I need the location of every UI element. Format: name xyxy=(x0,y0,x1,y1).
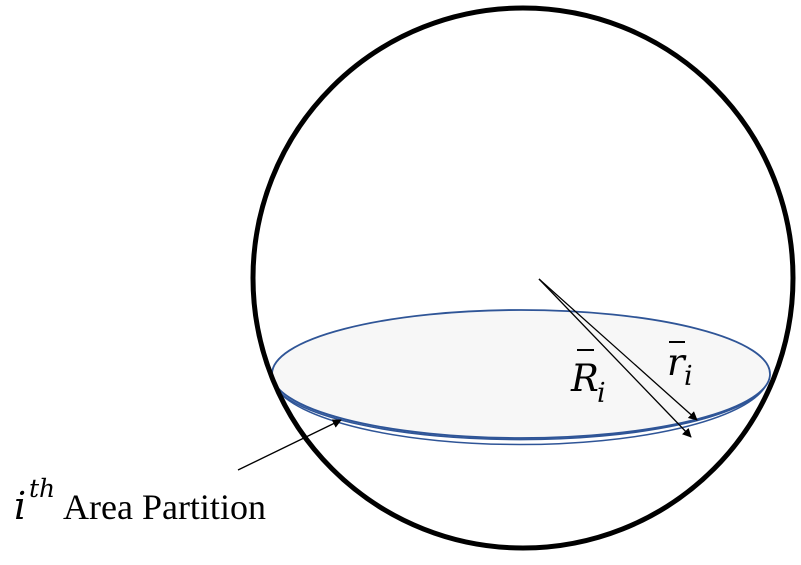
small-radius-arrow xyxy=(538,278,698,421)
small-radius-label: r i xyxy=(667,341,693,392)
partition-caption-superscript: th xyxy=(29,474,55,503)
disk-rim-lower-edge xyxy=(274,386,766,446)
big-radius-label: R i xyxy=(570,349,606,409)
big-radius-arrow xyxy=(538,278,692,438)
partition-caption-base: i xyxy=(14,484,26,528)
small-radius-subscript: i xyxy=(684,361,693,392)
partition-caption: i th Area Partition xyxy=(14,474,266,528)
sphere-outline xyxy=(250,5,796,551)
partition-caption-text: Area Partition xyxy=(63,487,266,527)
partition-pointer-arrow xyxy=(237,419,342,471)
small-radius-letter: r xyxy=(667,341,687,384)
big-radius-letter: R xyxy=(570,357,599,400)
big-radius-subscript: i xyxy=(597,378,606,409)
